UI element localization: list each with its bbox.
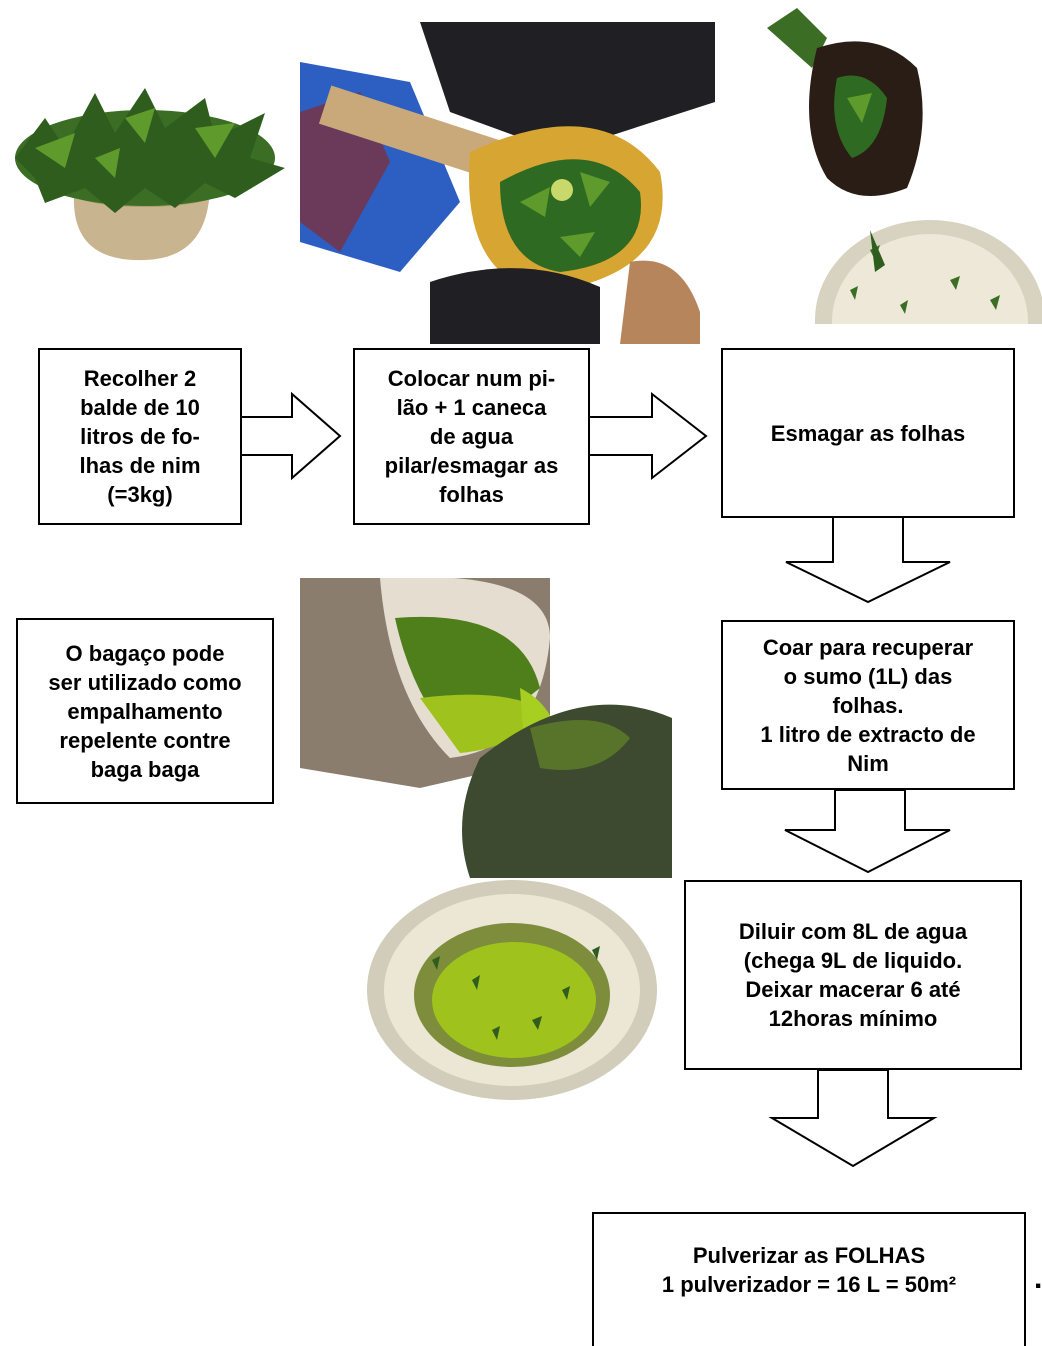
arrow-down-1 (785, 516, 951, 604)
step-6-spray: Pulverizar as FOLHAS 1 pulverizador = 16… (592, 1212, 1026, 1346)
photo-bucket-with-crushed-leaves (810, 210, 1042, 324)
photo-pouring-extract-through-cloth (300, 578, 672, 878)
step-4-strain-juice: Coar para recuperar o sumo (1L) das folh… (721, 620, 1015, 790)
arrow-right-1 (239, 391, 342, 481)
step-1-collect-leaves: Recolher 2 balde de 10 litros de fo- lha… (38, 348, 242, 525)
arrow-right-2 (587, 391, 708, 481)
step-5-dilute: Diluir com 8L de agua (chega 9L de liqui… (684, 880, 1022, 1070)
trailing-period: . (1034, 1262, 1042, 1295)
photo-bowl-of-green-extract (362, 880, 660, 1110)
arrow-down-3 (768, 1069, 938, 1168)
photo-women-pounding-leaves (300, 22, 715, 344)
step-2-pound-leaves: Colocar num pi- lão + 1 caneca de agua p… (353, 348, 590, 525)
note-bagasse-use: O bagaço pode ser utilizado como empalha… (16, 618, 274, 804)
photo-basket-of-neem-leaves (5, 88, 290, 266)
step-3-crush-leaves: Esmagar as folhas (721, 348, 1015, 518)
photo-hand-crushing-leaves (757, 8, 937, 203)
arrow-down-2 (784, 789, 951, 874)
